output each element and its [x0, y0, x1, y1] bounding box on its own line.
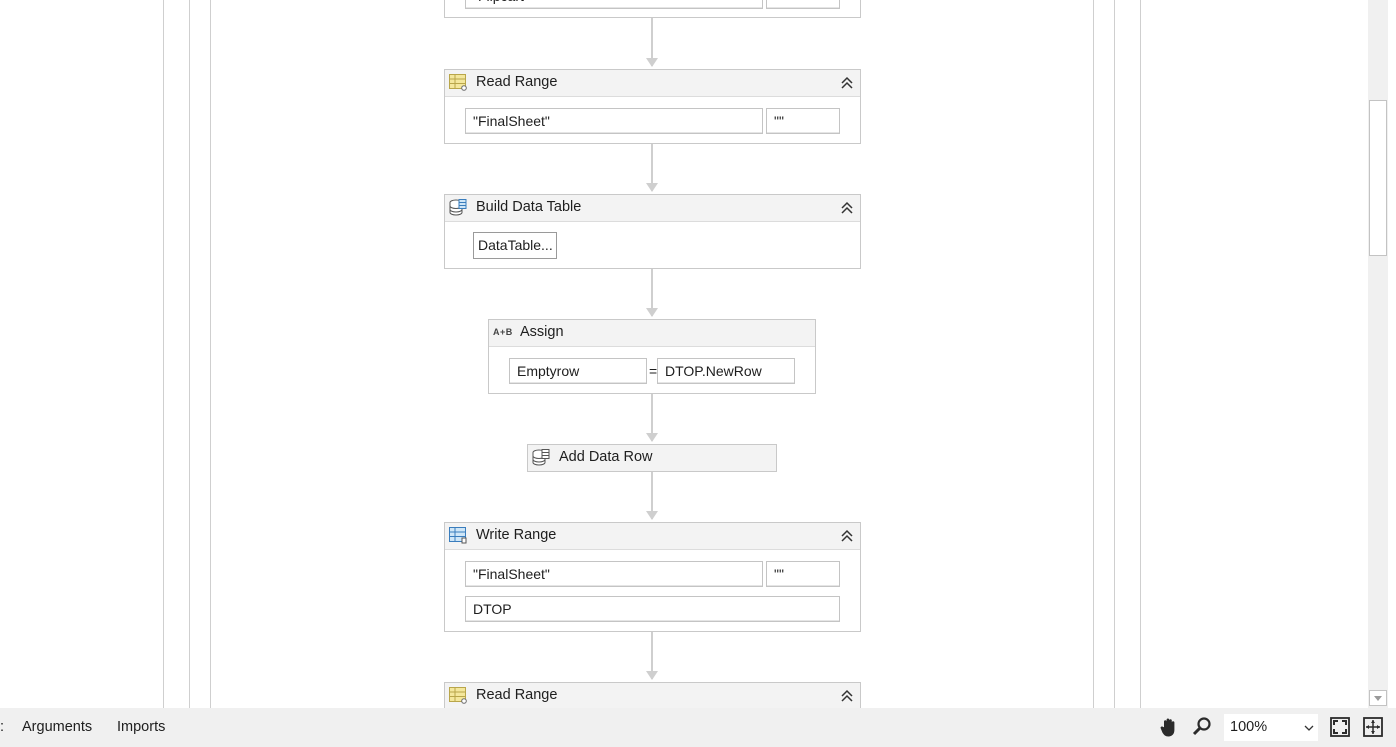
excel-read-range-icon	[449, 74, 467, 91]
activity-read-range[interactable]: Read Range "FinalSheet" ""	[444, 69, 861, 144]
activity-title: Read Range	[476, 74, 558, 90]
connector-arrow	[646, 143, 658, 192]
hand-icon[interactable]	[1158, 716, 1180, 738]
overview-icon[interactable]	[1362, 716, 1384, 738]
double-chevron-up-icon[interactable]	[840, 75, 854, 91]
range-field[interactable]: ""	[766, 561, 840, 587]
activity-read-range[interactable]: Read Range	[444, 682, 861, 709]
magnifier-icon[interactable]	[1191, 716, 1213, 738]
activity-title: Assign	[520, 324, 564, 340]
scrollbar-thumb[interactable]	[1369, 100, 1387, 256]
assign-value-field[interactable]: DTOP.NewRow	[657, 358, 795, 384]
activity-assign[interactable]: A+B Assign Emptyrow = DTOP.NewRow	[488, 319, 816, 394]
chevron-down-icon	[1304, 725, 1314, 731]
range-field[interactable]	[766, 0, 840, 9]
connector-arrow	[646, 18, 658, 67]
connector-arrow	[646, 268, 658, 317]
connector-arrow	[646, 471, 658, 520]
activity-header[interactable]: Read Range	[445, 70, 860, 97]
assign-to-field[interactable]: Emptyrow	[509, 358, 647, 384]
double-chevron-up-icon[interactable]	[840, 528, 854, 544]
excel-read-range-icon	[449, 687, 467, 704]
data-table-icon	[532, 449, 550, 466]
triangle-down-icon	[1374, 696, 1382, 701]
connector-arrow	[646, 631, 658, 680]
datatable-button[interactable]: DataTable...	[473, 232, 557, 259]
sheet-name-field[interactable]: "FinalSheet"	[465, 561, 763, 587]
container-border-left-inner	[210, 0, 211, 708]
container-border-right-outer	[1140, 0, 1141, 708]
scroll-down-button[interactable]	[1369, 690, 1387, 706]
designer-statusbar: : Arguments Imports	[0, 708, 1396, 747]
container-border-left-middle	[189, 0, 190, 708]
activity-title: Build Data Table	[476, 199, 582, 215]
fit-to-screen-icon[interactable]	[1329, 716, 1351, 738]
equals-sign: =	[649, 363, 658, 379]
container-border-right-inner	[1093, 0, 1094, 708]
assign-icon: A+B	[493, 327, 513, 337]
double-chevron-up-icon[interactable]	[840, 688, 854, 704]
zoom-select[interactable]: 100%	[1224, 714, 1318, 741]
activity-header[interactable]: Add Data Row	[528, 445, 776, 471]
range-field[interactable]: ""	[766, 108, 840, 134]
activity-build-data-table[interactable]: Build Data Table DataTable...	[444, 194, 861, 269]
container-border-right-middle	[1114, 0, 1115, 708]
data-table-icon	[449, 199, 467, 216]
tab-imports[interactable]: Imports	[117, 719, 166, 735]
connector-arrow	[646, 393, 658, 442]
activity-title: Add Data Row	[559, 449, 653, 465]
tab-arguments[interactable]: Arguments	[22, 719, 93, 735]
activity-title: Write Range	[476, 527, 557, 543]
activity-header[interactable]: A+B Assign	[489, 320, 815, 347]
sheet-name-field[interactable]: "Flipcart"	[465, 0, 763, 9]
container-border-left-outer	[163, 0, 164, 708]
double-chevron-up-icon[interactable]	[840, 200, 854, 216]
activity-partial-top[interactable]: "Flipcart"	[444, 0, 861, 18]
activity-header[interactable]: Read Range	[445, 683, 860, 709]
activity-add-data-row[interactable]: Add Data Row	[527, 444, 777, 472]
activity-header[interactable]: Write Range	[445, 523, 860, 550]
activity-header[interactable]: Build Data Table	[445, 195, 860, 222]
sheet-name-field[interactable]: "FinalSheet"	[465, 108, 763, 134]
zoom-value: 100%	[1230, 719, 1268, 735]
activity-write-range[interactable]: Write Range "FinalSheet" "" DTOP	[444, 522, 861, 632]
datatable-field[interactable]: DTOP	[465, 596, 840, 622]
excel-write-range-icon	[449, 527, 467, 544]
activity-title: Read Range	[476, 687, 558, 703]
tab-variables-partial[interactable]: :	[0, 719, 5, 735]
